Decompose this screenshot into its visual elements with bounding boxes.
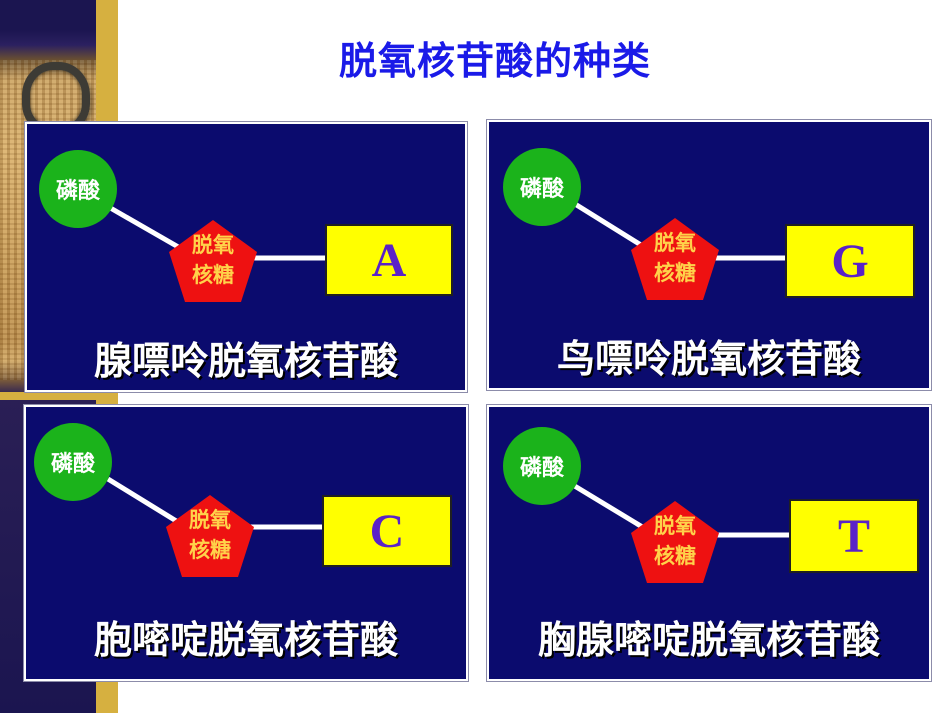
bond-lines bbox=[106, 476, 324, 530]
base-box: T bbox=[789, 499, 919, 573]
sugar-label: 脱氧 核糖 bbox=[654, 513, 696, 568]
deoxyribose-pentagon: 脱氧 核糖 bbox=[629, 216, 721, 302]
bond-lines bbox=[573, 201, 787, 261]
phosphate-circle: 磷酸 bbox=[34, 423, 112, 501]
slide-title: 脱氧核苷酸的种类 bbox=[338, 39, 651, 83]
deoxyribose-pentagon: 脱氧 核糖 bbox=[167, 218, 259, 304]
sugar-label: 脱氧 核糖 bbox=[192, 232, 234, 287]
panel-guanine: 磷酸 脱氧 核糖 G 鸟嘌呤脱氧核苷酸 bbox=[487, 120, 931, 390]
bond-lines bbox=[105, 203, 327, 261]
phosphate-circle: 磷酸 bbox=[503, 148, 581, 226]
panel-thymine: 磷酸 脱氧 核糖 T 胸腺嘧啶脱氧核苷酸 bbox=[487, 405, 931, 681]
nucleotide-name: 鸟嘌呤脱氧核苷酸 bbox=[556, 337, 861, 381]
nucleotide-name: 胞嘧啶脱氧核苷酸 bbox=[93, 618, 398, 662]
sugar-label: 脱氧 核糖 bbox=[189, 507, 231, 562]
base-box: A bbox=[325, 224, 453, 296]
base-box: C bbox=[322, 495, 452, 567]
deoxyribose-pentagon: 脱氧 核糖 bbox=[629, 499, 721, 585]
nucleotide-name: 腺嘌呤脱氧核苷酸 bbox=[93, 339, 398, 383]
sugar-label: 脱氧 核糖 bbox=[654, 230, 696, 285]
phosphate-circle: 磷酸 bbox=[39, 150, 117, 228]
deoxyribose-pentagon: 脱氧 核糖 bbox=[164, 493, 256, 579]
panel-adenine: 磷酸 脱氧 核糖 A 腺嘌呤脱氧核苷酸 bbox=[25, 122, 467, 392]
gold-line bbox=[0, 392, 118, 400]
panel-cytosine: 磷酸 脱氧 核糖 C 胞嘧啶脱氧核苷酸 bbox=[24, 405, 468, 681]
phosphate-circle: 磷酸 bbox=[503, 427, 581, 505]
bond-lines bbox=[571, 482, 789, 538]
base-box: G bbox=[785, 224, 915, 298]
nucleotide-name: 胸腺嘧啶脱氧核苷酸 bbox=[537, 618, 880, 662]
